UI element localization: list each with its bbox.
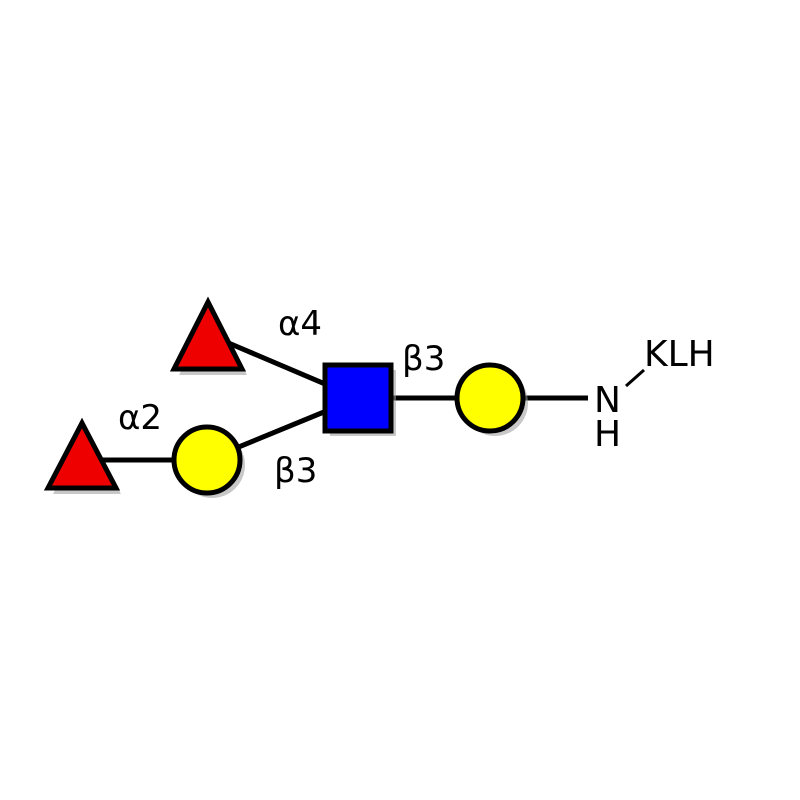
fucose-lower-triangle (43, 417, 121, 491)
linkage-label-beta3-glcnac-gal: β3 (402, 339, 445, 379)
nitrogen-atom-label: N (594, 380, 621, 421)
hydrogen-atom-label: H (594, 414, 621, 455)
carrier-protein-label: KLH (644, 334, 715, 375)
galactose-branch-circle (171, 424, 243, 496)
bond-nitrogen-klh (625, 368, 645, 388)
linkage-label-alpha4: α4 (278, 304, 322, 344)
linkage-label-beta3-gal-glcnac: β3 (274, 451, 317, 491)
fucose-upper-triangle (169, 296, 247, 372)
linkage-label-alpha2: α2 (118, 398, 162, 438)
glcnac-square (322, 362, 394, 434)
galactose-root-circle (454, 362, 526, 434)
